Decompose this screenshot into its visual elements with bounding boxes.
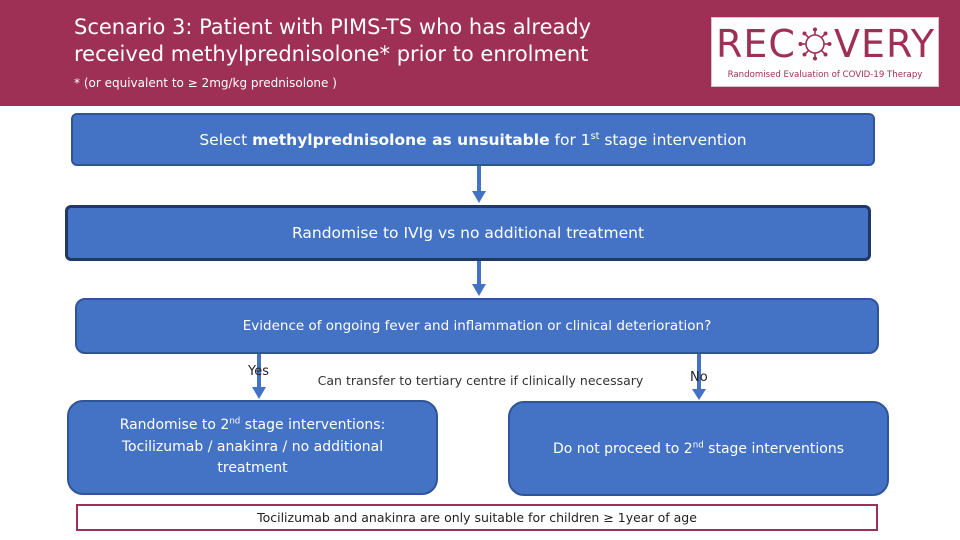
step2-randomise-ivig: Randomise to IVIg vs no additional treat… xyxy=(65,205,871,261)
step1-prefix: Select xyxy=(199,130,253,149)
no-box-suffix: stage interventions xyxy=(703,440,845,457)
step1-sup: st xyxy=(590,130,600,142)
arrowhead-step2 xyxy=(472,191,486,203)
recovery-logo: REC xyxy=(711,17,939,87)
step1-mid: for 1 xyxy=(549,130,591,149)
step1-select-methylprednisolone: Select methylprednisolone as unsuitable … xyxy=(71,113,875,166)
arrowhead-step3 xyxy=(472,284,486,296)
transfer-note: Can transfer to tertiary centre if clini… xyxy=(299,365,662,395)
logo-subtitle: Randomised Evaluation of COVID-19 Therap… xyxy=(727,70,923,80)
logo-wordmark: REC xyxy=(716,21,935,67)
header-banner: Scenario 3: Patient with PIMS-TS who has… xyxy=(0,0,960,106)
title-footnote: * (or equivalent to ≥ 2mg/kg prednisolon… xyxy=(74,76,337,90)
yes-box-line3: treatment xyxy=(217,460,288,477)
step2-text: Randomise to IVIg vs no additional treat… xyxy=(291,224,645,242)
no-label: No xyxy=(690,370,708,385)
virus-icon xyxy=(796,26,834,62)
yes-box-line2: Tocilizumab / anakinra / no additional xyxy=(121,438,384,455)
yes-box-line1-prefix: Randomise to 2 xyxy=(119,417,230,434)
logo-word-suffix: VERY xyxy=(833,22,936,66)
no-box-sup: nd xyxy=(692,439,704,450)
step1-bold: methylprednisolone as unsuitable xyxy=(252,130,550,149)
step1-suffix: stage intervention xyxy=(599,130,747,149)
no-branch-do-not-proceed: Do not proceed to 2nd stage intervention… xyxy=(508,401,889,496)
page-title: Scenario 3: Patient with PIMS-TS who has… xyxy=(74,15,592,66)
logo-word-prefix: REC xyxy=(716,22,796,66)
no-box-prefix: Do not proceed to 2 xyxy=(552,440,693,457)
step3-text: Evidence of ongoing fever and inflammati… xyxy=(242,318,712,334)
yes-branch-randomise-2nd-stage: Randomise to 2nd stage interventions: To… xyxy=(67,400,438,495)
age-suitability-note: Tocilizumab and anakinra are only suitab… xyxy=(76,504,878,531)
yes-label: Yes xyxy=(248,364,269,379)
yes-box-line1-suffix: stage interventions: xyxy=(240,417,386,434)
yes-box-line1-sup: nd xyxy=(229,416,241,427)
arrowhead-no xyxy=(692,389,706,400)
arrowhead-yes xyxy=(252,387,266,399)
step3-evidence-question: Evidence of ongoing fever and inflammati… xyxy=(75,298,879,354)
